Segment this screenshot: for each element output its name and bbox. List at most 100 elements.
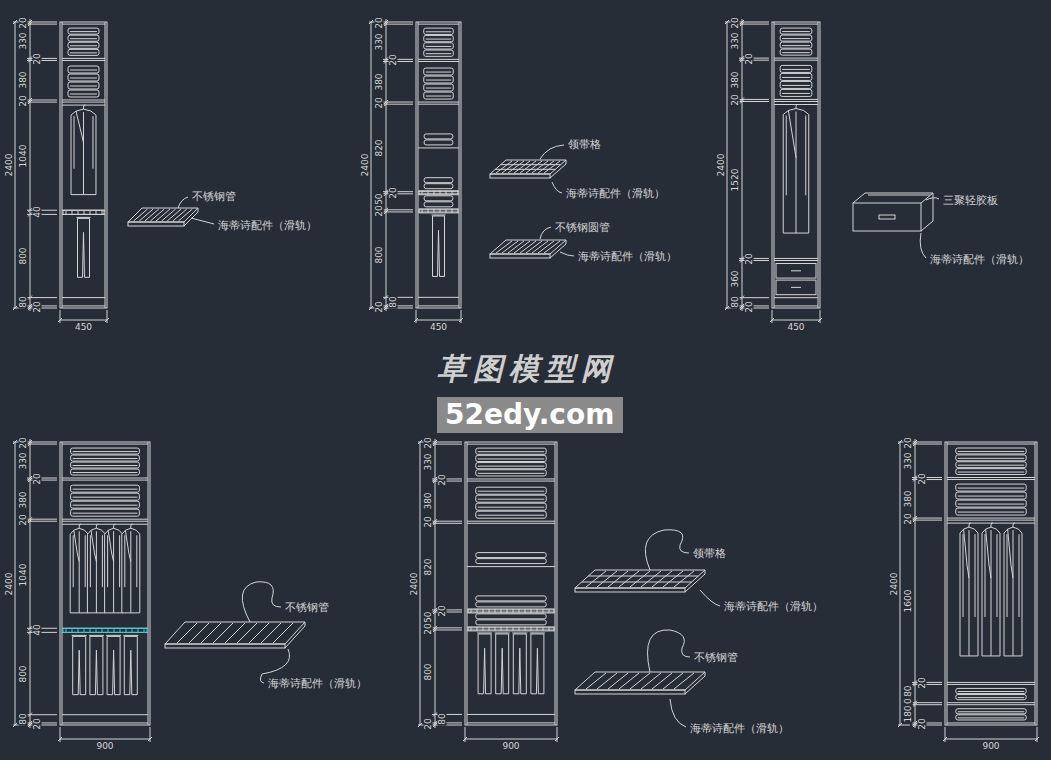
extension-line — [739, 308, 769, 309]
dimension-text: 80 — [19, 295, 28, 308]
coat-collar — [125, 530, 130, 561]
folded-clothes — [68, 82, 99, 89]
dimension-text: 20 — [731, 16, 740, 29]
folded-clothes — [780, 28, 812, 34]
fold-line — [478, 458, 544, 459]
drawer — [776, 280, 816, 295]
dimension-text: 20 — [19, 436, 28, 449]
fold-line — [426, 46, 452, 47]
folded-item — [476, 553, 546, 558]
dimension-line — [386, 19, 387, 311]
coat-front — [130, 531, 131, 613]
dimension-tick — [28, 208, 32, 212]
tray-rod — [422, 191, 423, 195]
fold-line — [782, 77, 810, 78]
fold-line — [782, 38, 810, 39]
fold-line — [73, 489, 138, 490]
tray-rod — [84, 210, 85, 214]
coat — [105, 528, 123, 613]
width-text: 900 — [501, 742, 520, 751]
tray-rod — [126, 628, 127, 632]
coat-sleeve — [1007, 534, 1008, 617]
side-panel — [62, 442, 63, 725]
fold-line — [958, 458, 1024, 459]
side-panel — [62, 22, 63, 308]
pants-hanger — [477, 632, 492, 633]
tray-rod — [501, 609, 502, 613]
folded-clothes — [956, 508, 1026, 515]
tray-rod — [440, 209, 441, 213]
fold-line — [958, 472, 1024, 473]
tray-rod — [489, 609, 490, 613]
shelf-line — [947, 722, 1035, 723]
coat-front — [991, 530, 992, 656]
extension-line — [432, 612, 462, 613]
fold-line — [478, 491, 544, 492]
drawer-top — [853, 193, 933, 203]
side-panel — [105, 22, 106, 308]
fold-line — [70, 38, 97, 39]
tray-top — [575, 672, 705, 690]
fold-line — [958, 465, 1024, 466]
shelf-line — [62, 519, 148, 520]
pants-hanger — [123, 635, 138, 636]
dimension-tick — [913, 682, 917, 686]
tray-rod — [537, 627, 538, 631]
side-panel — [818, 22, 819, 308]
folded-clothes — [956, 448, 1026, 454]
tray-rod — [78, 210, 79, 214]
shelf-line — [62, 100, 105, 101]
coat — [87, 528, 105, 613]
tray-rod — [652, 673, 672, 689]
dimension-text: 800 — [424, 663, 433, 682]
dimension-line — [945, 739, 1037, 740]
dimension-text: 380 — [19, 490, 28, 509]
callout-text: 领带格 — [568, 139, 601, 150]
shelf-line — [418, 147, 459, 148]
dimension-text: 180 — [904, 704, 913, 723]
fold-line — [426, 39, 452, 40]
callout-text: 海蒂诗配件（滑轨） — [578, 251, 677, 262]
tray-rod — [674, 571, 694, 587]
tray-rod — [630, 673, 650, 689]
shelf-line — [418, 104, 459, 105]
pants — [478, 634, 491, 694]
dimension-text: 20 — [438, 604, 447, 617]
coat-collar — [108, 530, 113, 561]
tray-rod — [102, 210, 103, 214]
fold-line — [70, 70, 97, 71]
pull-out-tray — [468, 627, 554, 631]
leader-line — [540, 145, 564, 159]
extension-line — [27, 214, 57, 215]
fold-line — [70, 78, 97, 79]
dimension-text: 330 — [731, 32, 740, 51]
fold-line — [426, 96, 452, 97]
tray-rod — [471, 609, 472, 613]
coat-collar — [74, 530, 79, 561]
coat-front — [96, 531, 97, 613]
side-panel — [459, 22, 460, 308]
tray-rod — [177, 623, 197, 643]
extension-line — [383, 61, 413, 62]
pants-hanger — [495, 632, 510, 633]
tray-top — [165, 622, 305, 644]
fold-line — [73, 472, 138, 473]
fold-line — [958, 496, 1024, 497]
callout-text: 海蒂诗配件（滑轨） — [690, 723, 789, 734]
fold-line — [73, 458, 138, 459]
watermark-text: 草图模型网 — [437, 354, 617, 384]
dimension-text: 380 — [375, 72, 384, 91]
folded-clothes — [476, 495, 546, 502]
dimension-line — [772, 320, 820, 321]
shelf-line — [418, 59, 459, 60]
shelf-line — [62, 24, 105, 25]
shelf-line — [947, 682, 1035, 683]
shelf-line — [418, 24, 459, 25]
shelf-line — [467, 444, 555, 445]
dimension-tick — [418, 440, 422, 444]
shelf-line — [418, 61, 459, 62]
fold-line — [478, 507, 544, 508]
dimension-tick — [725, 306, 729, 310]
extension-line — [739, 101, 769, 102]
coat-front — [969, 530, 970, 656]
